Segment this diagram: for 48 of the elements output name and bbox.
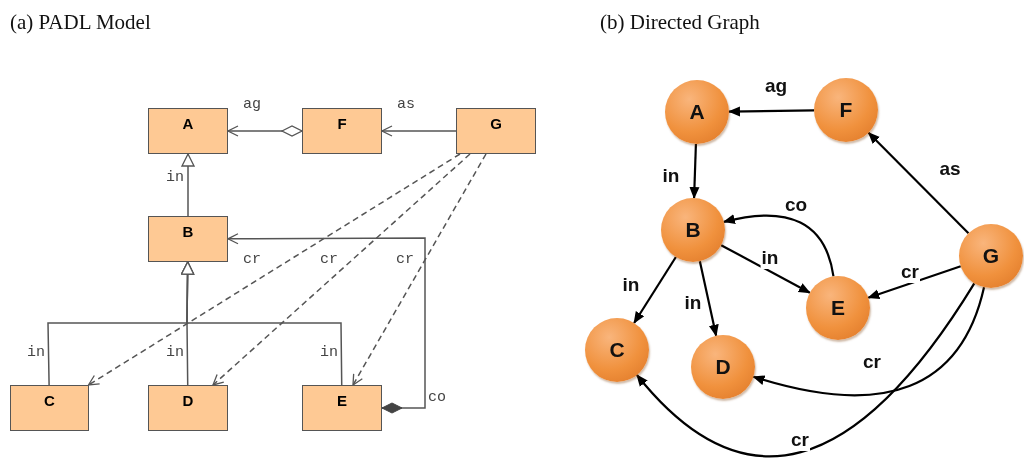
dashed-arrow <box>87 153 461 386</box>
graph-node-circle <box>691 335 755 399</box>
inheritance-arrow <box>180 261 343 386</box>
node-label: B <box>685 218 701 242</box>
arrow <box>636 282 976 458</box>
class-box <box>302 385 382 431</box>
class-box <box>456 108 536 154</box>
node-label: B <box>182 223 194 240</box>
aggregation-arrow <box>227 125 303 137</box>
dashed-arrow <box>352 153 487 386</box>
node-label: E <box>831 296 845 320</box>
graph-node-circle <box>585 318 649 382</box>
arrow <box>867 131 970 235</box>
composition-arrow <box>227 233 426 414</box>
graph-node-circle <box>665 80 729 144</box>
arrow <box>633 256 677 324</box>
inheritance-arrow <box>181 153 195 217</box>
node-label: D <box>715 355 731 379</box>
class-box <box>302 108 382 154</box>
dashed-arrow <box>212 153 471 386</box>
graph-node-circle <box>661 198 725 262</box>
graph-node-circle <box>959 224 1023 288</box>
graph-node-circle <box>806 276 870 340</box>
node-label: D <box>182 392 194 409</box>
node-label: F <box>337 115 347 132</box>
panel-title: (a) PADL Model <box>10 10 151 35</box>
node-label: F <box>839 98 853 122</box>
arrow <box>752 286 986 397</box>
class-box <box>148 108 228 154</box>
node-label: A <box>689 100 705 124</box>
association-arrow <box>381 125 457 137</box>
node-label: A <box>182 115 194 132</box>
node-label: G <box>490 115 502 132</box>
arrow <box>867 265 962 299</box>
node-label: C <box>609 338 625 362</box>
arrow <box>698 261 719 337</box>
class-box <box>148 385 228 431</box>
class-box <box>10 385 89 431</box>
arrow <box>720 244 811 294</box>
arrow <box>728 106 814 117</box>
panel-title: (b) Directed Graph <box>600 10 760 35</box>
arrow <box>722 214 835 277</box>
node-label: G <box>982 244 1000 268</box>
node-label: E <box>337 392 347 409</box>
class-box <box>148 216 228 262</box>
arrow <box>689 143 700 199</box>
graph-node-circle <box>814 78 878 142</box>
node-label: C <box>44 392 55 409</box>
